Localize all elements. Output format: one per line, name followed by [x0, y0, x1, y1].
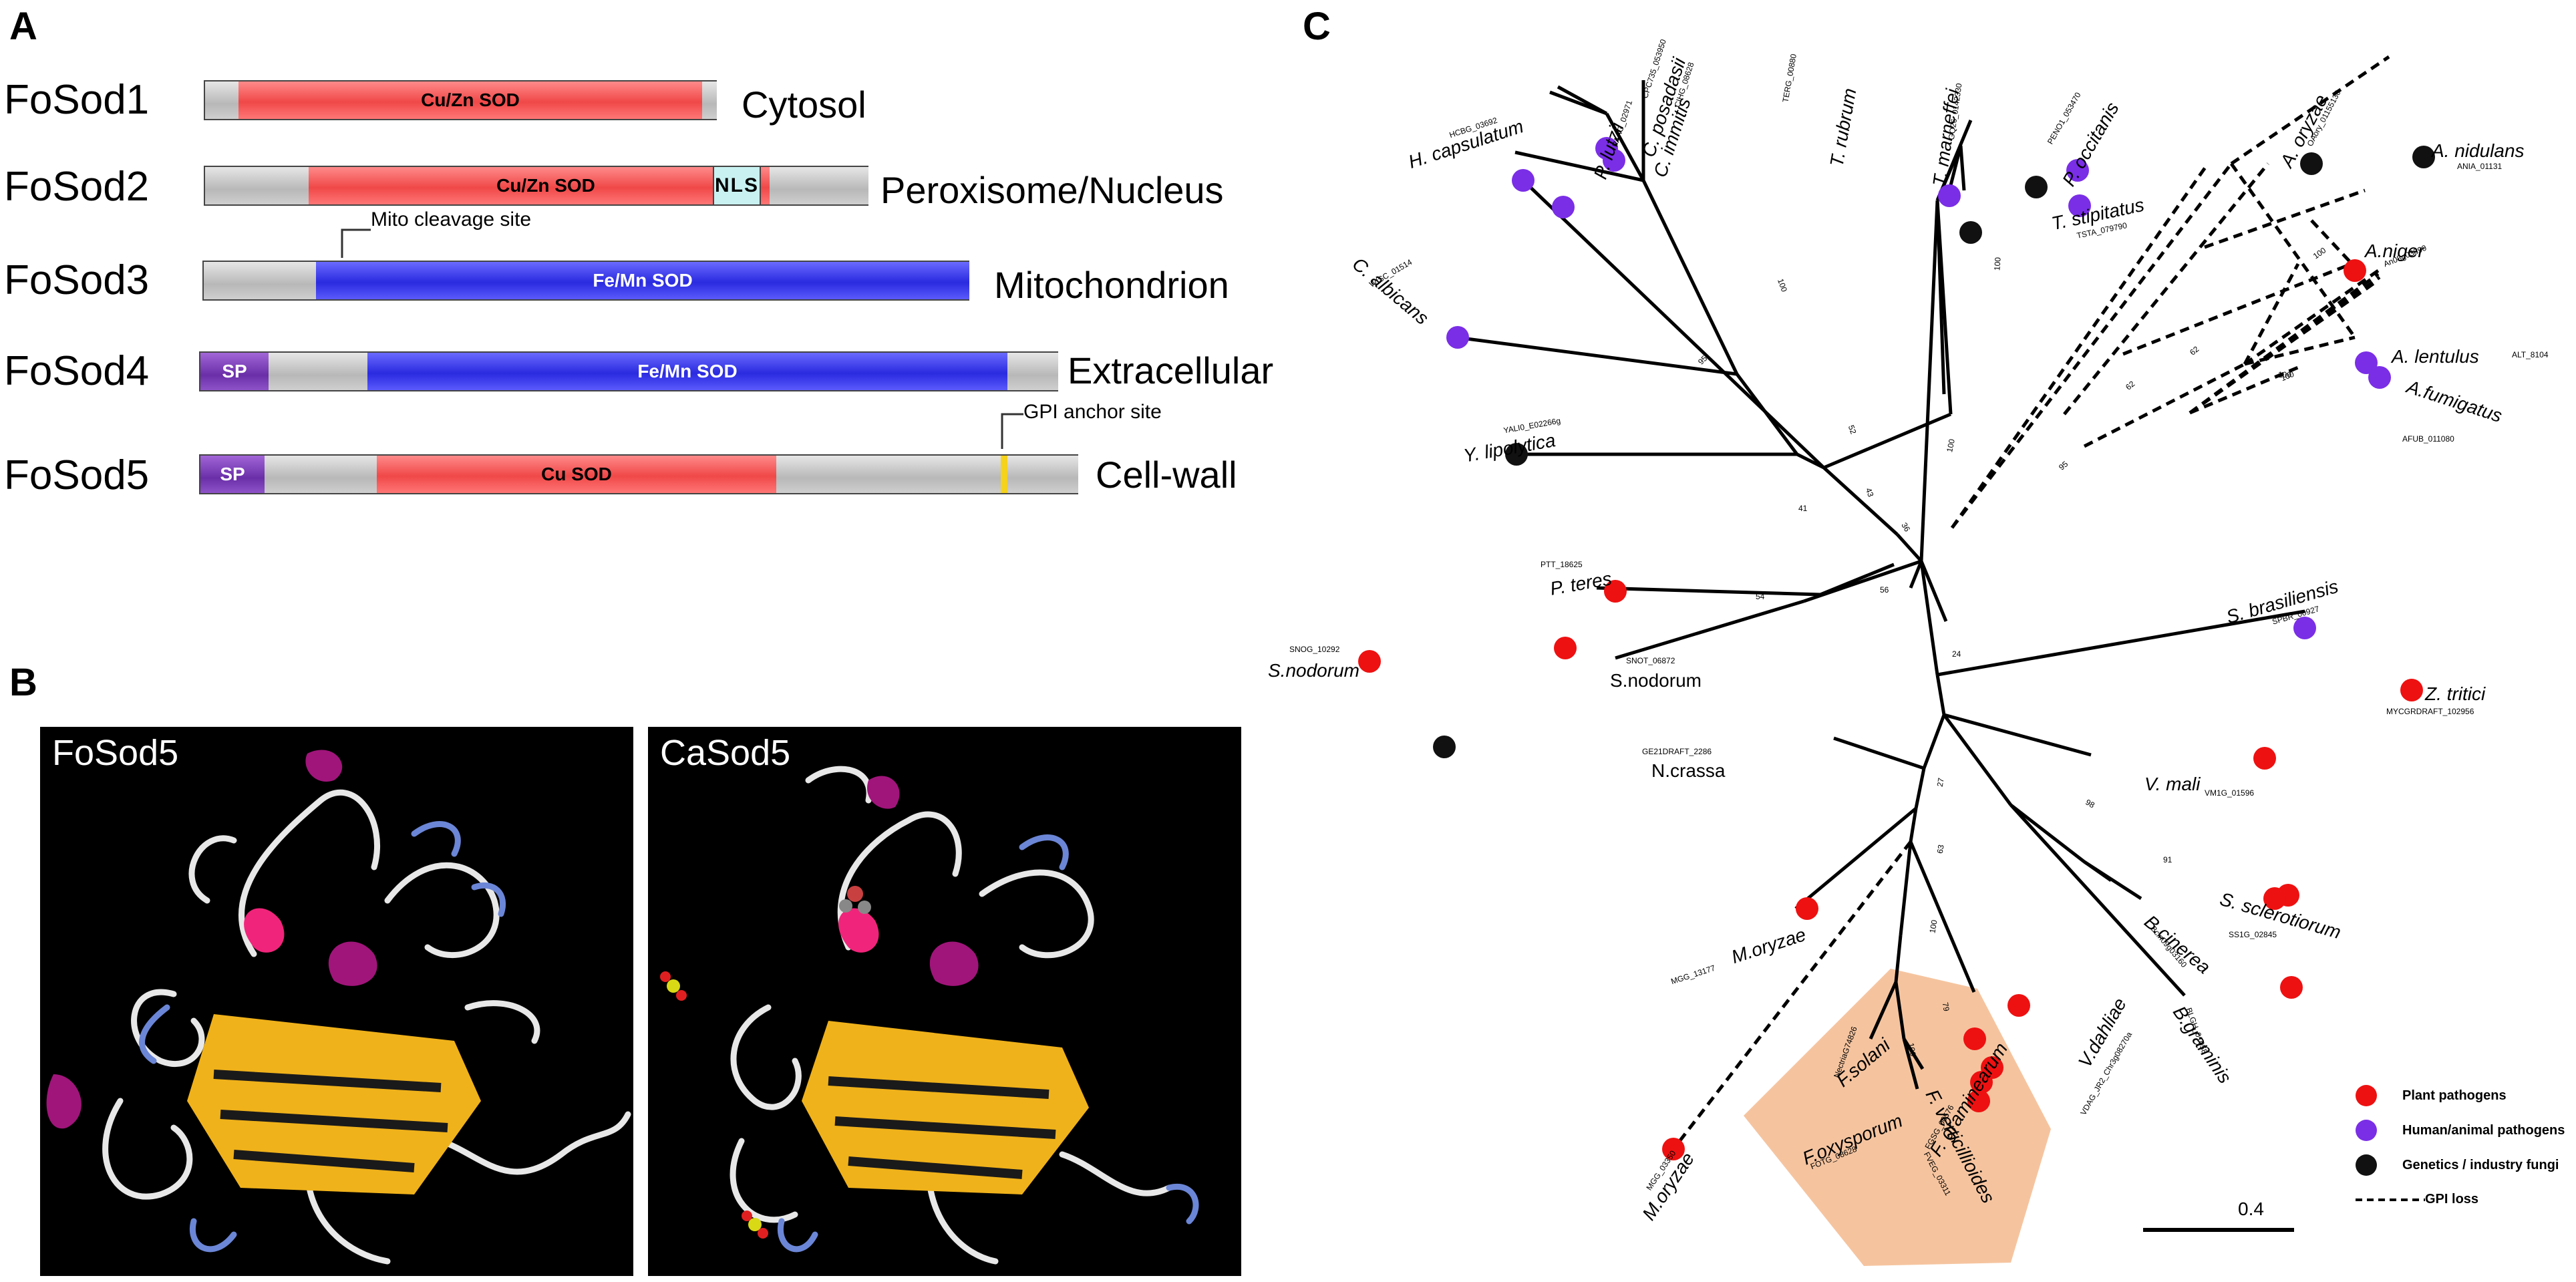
bootstrap-value: 63 — [1935, 844, 1946, 854]
protein-name: FoSod1 — [4, 77, 150, 123]
leaf-label: V. mali — [2144, 774, 2201, 794]
site-annotation: GPI anchor site — [1023, 401, 1162, 423]
linker-segment — [770, 167, 868, 204]
legend-item-gpi-loss: GPI loss — [2356, 1192, 2478, 1207]
structure-label: CaSod5 — [660, 733, 791, 773]
linker-segment — [776, 456, 1005, 493]
structure-image-fosod5: FoSod5 — [40, 727, 633, 1276]
protein-name: FoSod3 — [4, 257, 150, 303]
protein-name: FoSod4 — [4, 348, 150, 394]
structure-image-casod5: CaSod5 — [648, 727, 1241, 1276]
linker-segment — [1007, 353, 1058, 390]
bootstrap-value: 79 — [1940, 1001, 1951, 1012]
bootstrap-value: 91 — [2163, 855, 2172, 864]
bootstrap-value: 100 — [2278, 370, 2292, 379]
accession-label: SS1G_02845 — [2229, 930, 2277, 939]
accession-label: MYCGRDRAFT_102956 — [2386, 707, 2474, 716]
accession-label: ALT_8104 — [2512, 350, 2549, 359]
legend-swatch — [2356, 1154, 2377, 1176]
scale-bar-label: 0.4 — [2238, 1198, 2264, 1219]
domain-bar: SP Cu SOD — [199, 454, 1078, 494]
domain-bar: Cu/Zn SOD — [204, 80, 717, 120]
sod-domain: Cu SOD — [377, 456, 776, 493]
ribbon-model — [46, 750, 631, 1265]
legend-label: GPI loss — [2425, 1192, 2479, 1207]
annotation-leader-line — [1001, 413, 1023, 449]
structure-label: FoSod5 — [52, 733, 179, 773]
sod-domain: Cu/Zn SOD — [238, 82, 702, 119]
accession-label: PTT_18625 — [1541, 560, 1583, 569]
linker-segment — [702, 82, 717, 119]
legend-label: Plant pathogens — [2402, 1088, 2507, 1103]
dashed-line-swatch — [2356, 1198, 2425, 1201]
domain-bar: Fe/Mn SOD — [202, 261, 969, 301]
legend-swatch — [2356, 1085, 2377, 1106]
linker-segment — [205, 167, 309, 204]
site-annotation: Mito cleavage site — [371, 208, 532, 230]
leaf-label: A. nidulans — [2432, 140, 2525, 161]
panel-a-letter: A — [9, 5, 37, 48]
leaf-label: N.crassa — [1651, 760, 1726, 781]
localization-label: Extracellular — [1068, 349, 1274, 391]
linker-segment — [269, 353, 367, 390]
ribbon-model — [660, 766, 1199, 1265]
annotation-leader-line — [341, 228, 371, 258]
accession-label: VM1G_01596 — [2205, 788, 2255, 798]
linker-segment — [265, 456, 377, 493]
legend-item-human-pathogens: Human/animal pathogens — [2356, 1120, 2565, 1141]
signal-peptide: SP — [200, 456, 265, 493]
accession-label: AFUB_011080 — [2402, 434, 2454, 444]
legend-label: Human/animal pathogens — [2402, 1122, 2565, 1138]
leaf-label: A. lentulus — [2392, 346, 2479, 367]
linker-segment — [204, 262, 316, 299]
legend-item-plant-pathogens: Plant pathogens — [2356, 1085, 2507, 1106]
localization-label: Peroxisome/Nucleus — [880, 169, 1224, 211]
sod-domain: Fe/Mn SOD — [316, 262, 969, 299]
scale-bar — [2143, 1228, 2294, 1232]
bootstrap-value: 54 — [1756, 592, 1765, 601]
legend-swatch — [2356, 1120, 2377, 1141]
accession-label: SNOT_06872 — [1626, 656, 1675, 665]
leaf-label: Z. tritici — [2425, 683, 2486, 704]
leaf-label: A.niger — [2365, 241, 2424, 261]
gpi-anchor-site — [1001, 456, 1007, 493]
localization-label: Mitochondrion — [994, 264, 1229, 306]
sod-domain: Cu/Zn SOD — [309, 167, 783, 204]
phylogenetic-tree — [1358, 55, 2435, 1160]
accession-label: ANIA_01131 — [2457, 162, 2503, 171]
leaf-label: S.nodorum — [1268, 660, 1359, 681]
signal-peptide: SP — [200, 353, 269, 390]
bootstrap-value: 100 — [1992, 257, 2003, 271]
nls-motif: NLS — [713, 167, 761, 204]
leaf-label: S.nodorum — [1610, 670, 1702, 691]
linker-segment — [1007, 456, 1078, 493]
domain-bar: Cu/Zn SOD NLS — [204, 166, 868, 206]
bootstrap-value: 56 — [1880, 585, 1889, 595]
accession-label: SNOG_10292 — [1289, 645, 1340, 654]
sod-domain: Fe/Mn SOD — [367, 353, 1007, 390]
panel-c-letter: C — [1303, 5, 1331, 48]
bootstrap-value: 24 — [1952, 649, 1961, 659]
legend-label: Genetics / industry fungi — [2402, 1157, 2559, 1172]
localization-label: Cytosol — [742, 84, 866, 126]
linker-segment — [205, 82, 238, 119]
panel-b-letter: B — [9, 661, 37, 704]
protein-name: FoSod5 — [4, 452, 150, 498]
bootstrap-value: 41 — [1798, 504, 1808, 513]
domain-bar: SP Fe/Mn SOD — [199, 351, 1058, 391]
localization-label: Cell-wall — [1096, 454, 1237, 496]
protein-name: FoSod2 — [4, 164, 150, 210]
bootstrap-value: 27 — [1935, 777, 1946, 788]
legend-item-genetics-fungi: Genetics / industry fungi — [2356, 1154, 2559, 1176]
accession-label: GE21DRAFT_2286 — [1642, 747, 1712, 756]
